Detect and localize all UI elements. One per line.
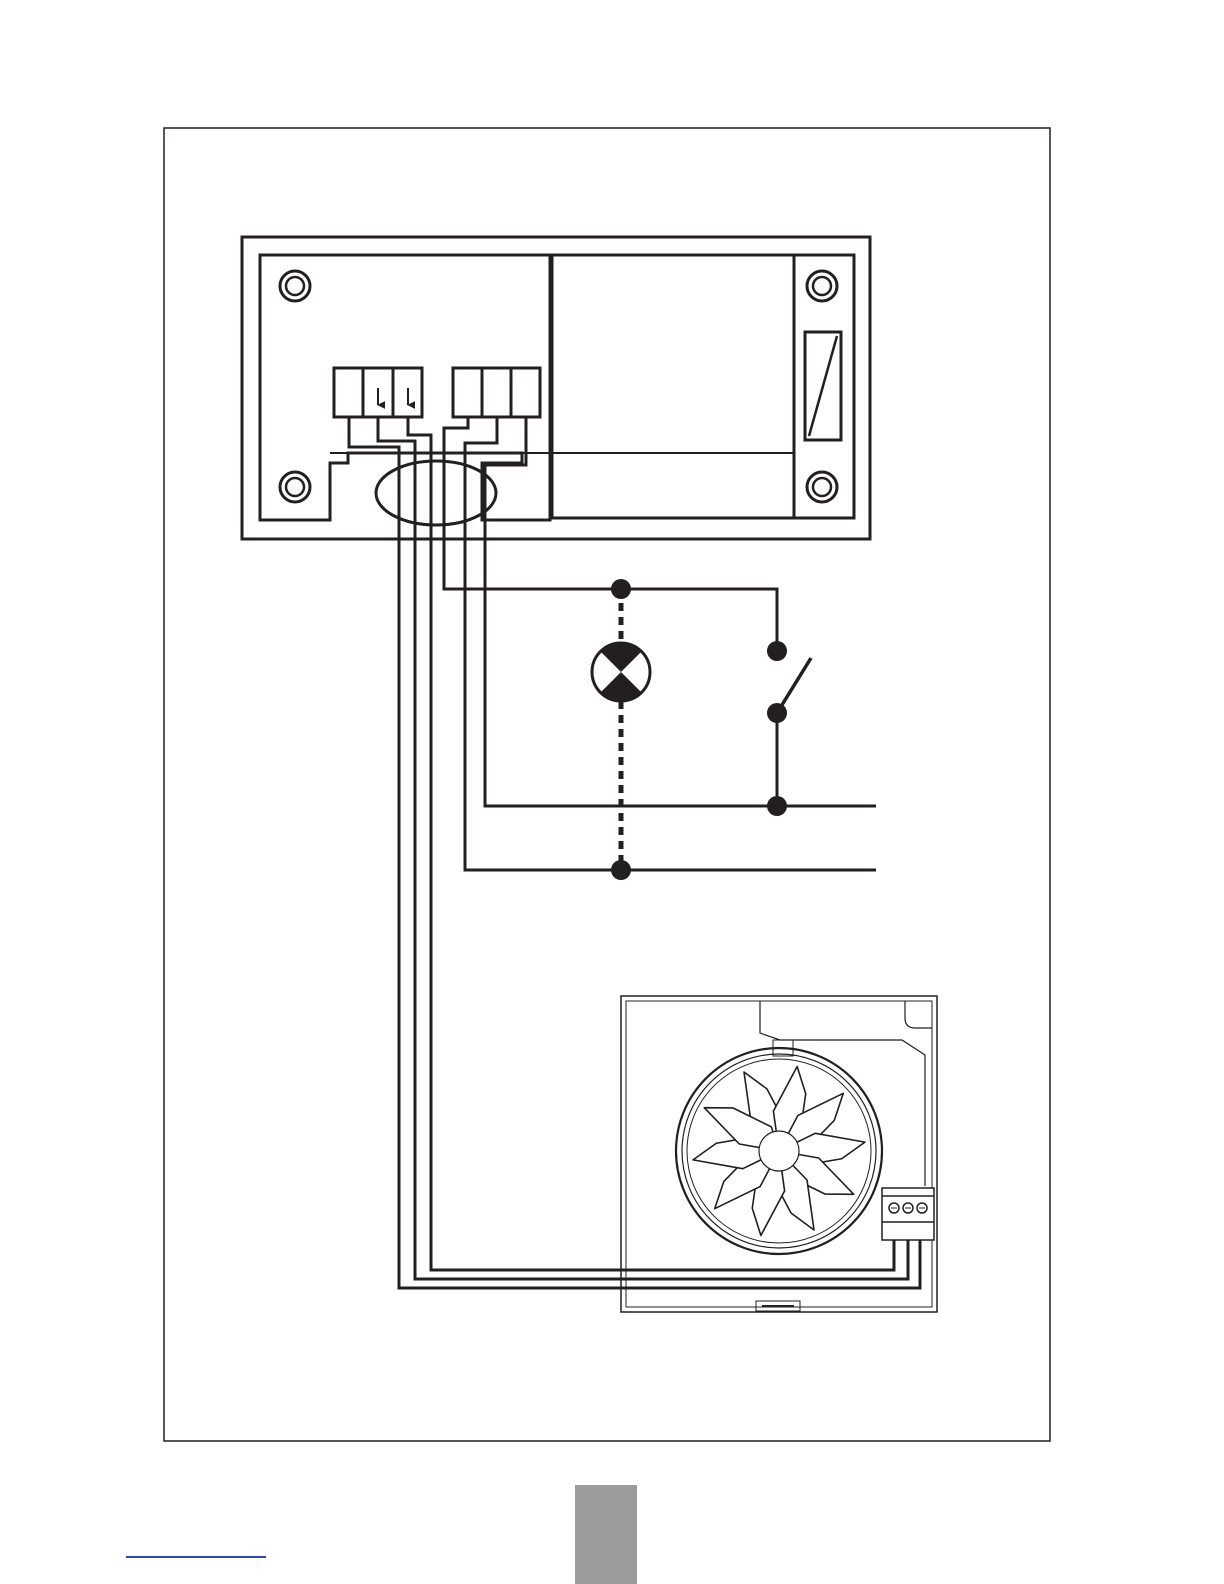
controller-housing [242, 237, 870, 539]
fuse-element [809, 336, 837, 436]
controller-unit [242, 237, 870, 539]
fan-icon [693, 1067, 865, 1236]
mount-hole-icon [280, 271, 310, 301]
switch-icon [767, 641, 811, 723]
neutral-wire [485, 417, 876, 806]
page-number-tab [575, 1485, 637, 1584]
cable-gland-icon [376, 461, 496, 525]
mount-hole-icon [807, 472, 837, 502]
page-frame [164, 128, 1050, 1441]
terminal-block-right [453, 368, 540, 417]
junction-dot [611, 860, 631, 880]
terminal-block-left [334, 368, 422, 417]
junction-dot [767, 796, 787, 816]
footer-rule [126, 1556, 266, 1558]
mount-hole-icon [807, 271, 837, 301]
fan-unit [621, 996, 937, 1312]
fan-terminal-block [882, 1188, 934, 1240]
mount-hole-icon [280, 472, 310, 502]
lamp-icon [592, 643, 650, 701]
junctions [611, 579, 787, 880]
controller-base-plate [260, 255, 550, 520]
junction-dot [611, 579, 631, 599]
controller-cover [552, 255, 794, 518]
